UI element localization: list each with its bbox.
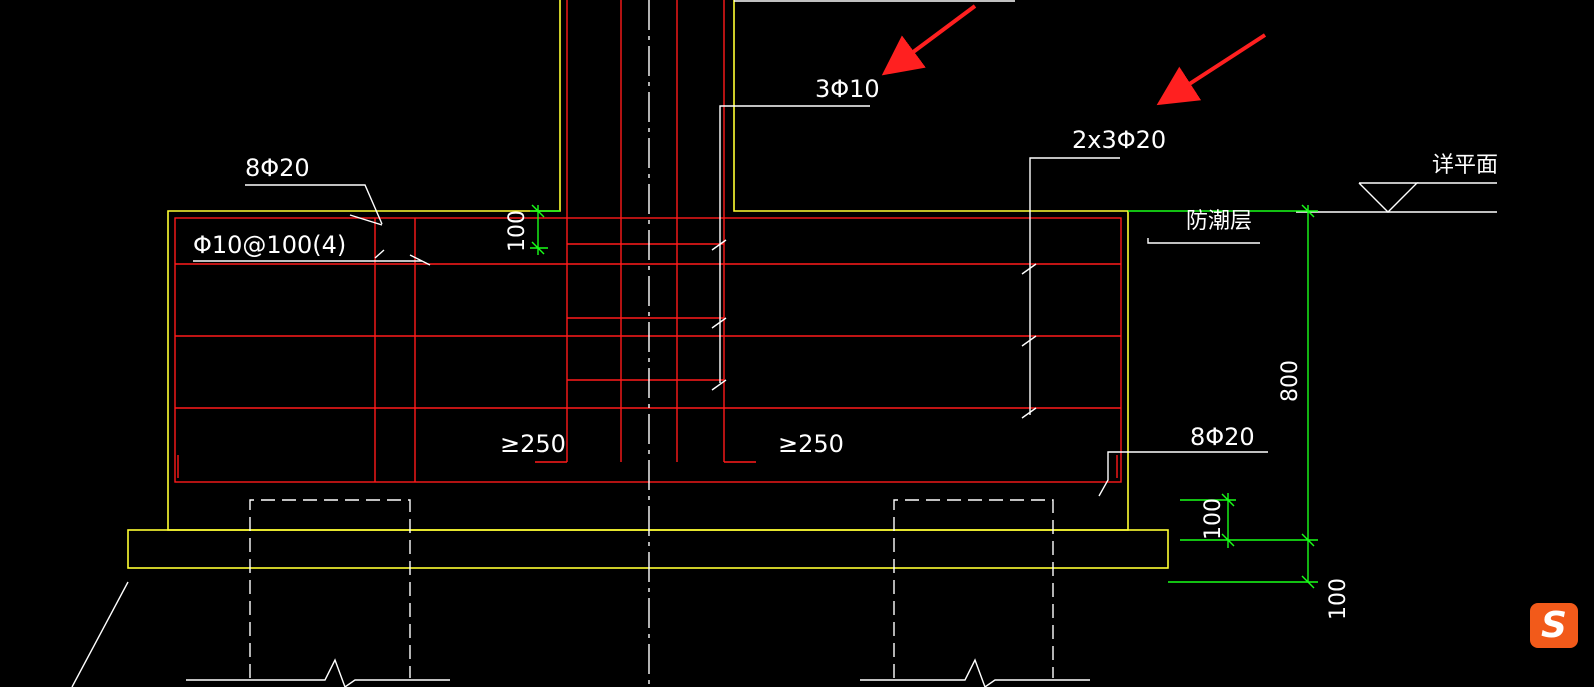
dimensions — [530, 204, 1318, 589]
concrete-outline — [127, 0, 1169, 569]
pile-left — [186, 499, 450, 687]
dim-100-right: 100 — [1201, 498, 1226, 540]
label-8phi20-top: 8Φ20 — [245, 154, 310, 182]
slope-line — [71, 581, 129, 687]
label-3phi10: 3Φ10 — [815, 75, 880, 103]
dim-800: 800 — [1278, 360, 1303, 402]
arrow-to-2x3phi20 — [1156, 33, 1267, 106]
label-damp-proof: 防潮层 — [1186, 209, 1252, 234]
label-stirrup: Φ10@100(4) — [193, 231, 346, 259]
pile-right — [860, 499, 1090, 687]
logo-letter: S — [1541, 605, 1567, 646]
dim-100-bottom: 100 — [1326, 578, 1351, 620]
label-detail-plan: 详平面 — [1432, 153, 1498, 178]
leaders — [193, 0, 1497, 497]
reinforcement — [174, 0, 1122, 483]
sogou-logo-icon[interactable]: S — [1530, 603, 1578, 648]
cushion-layer — [127, 529, 1169, 569]
label-min-250-left: ≥250 — [500, 430, 566, 458]
arrow-to-3phi10 — [881, 4, 977, 76]
label-2x3phi20: 2x3Φ20 — [1072, 126, 1166, 154]
dim-100-top: 100 — [505, 210, 530, 252]
label-min-250-right: ≥250 — [778, 430, 844, 458]
label-8phi20-bottom: 8Φ20 — [1190, 423, 1255, 451]
